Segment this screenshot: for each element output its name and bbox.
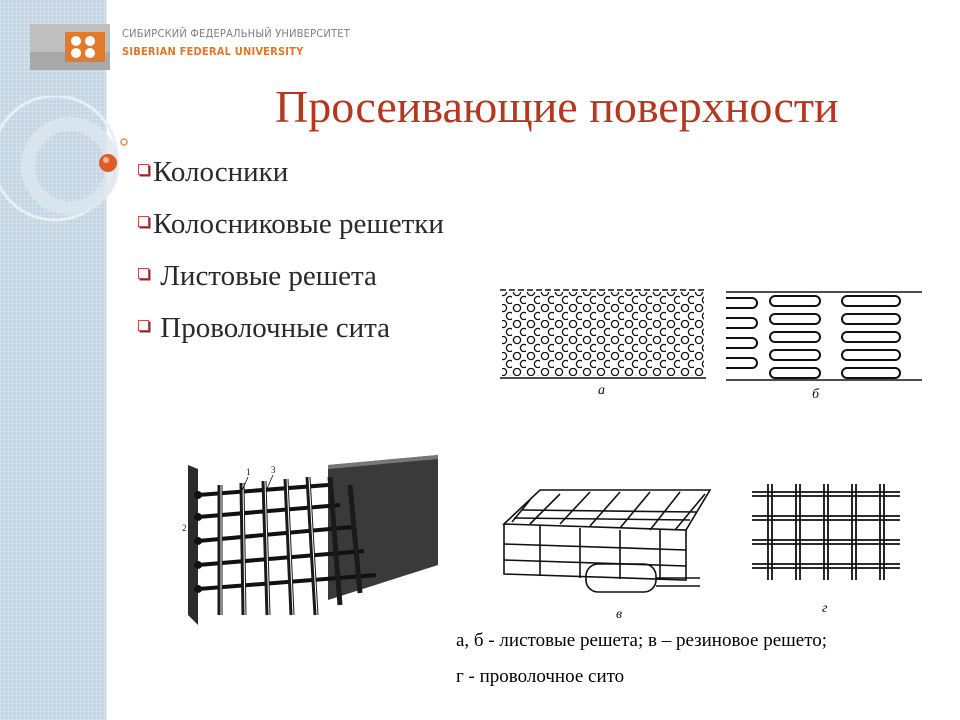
checkbox-bullet-icon xyxy=(138,320,149,331)
caption-line-1: а, б - листовые решета; в – резиновое ре… xyxy=(456,630,828,651)
checkbox-bullet-icon xyxy=(138,268,149,279)
perforated-sheet-slots-figure: б xyxy=(726,291,922,402)
side-decor-panel xyxy=(0,0,107,720)
slide-title: Просеивающие поверхности xyxy=(275,81,839,132)
bar-grate-figure: 1 3 2 xyxy=(182,455,438,625)
list-item: Проволочные сита xyxy=(138,306,444,358)
list-item: Колосники xyxy=(138,150,444,202)
perforated-sheet-round-holes-figure: а xyxy=(500,289,706,398)
checkbox-bullet-icon xyxy=(138,216,149,227)
figure-label-v: в xyxy=(616,607,622,622)
list-item: Колосниковые решетки xyxy=(138,202,444,254)
grate-number-2: 2 xyxy=(182,523,187,533)
bullet-list: Колосники Колосниковые решетки Листовые … xyxy=(138,150,444,358)
figure-label-a: а xyxy=(598,383,605,398)
university-name-en: SIBERIAN FEDERAL UNIVERSITY xyxy=(122,45,304,58)
figure-label-g: г xyxy=(822,601,828,616)
grate-number-1: 1 xyxy=(246,467,251,477)
decorative-circles xyxy=(0,96,128,222)
caption-line-2: г - проволочное сито xyxy=(456,666,625,687)
university-logo xyxy=(30,24,110,70)
wire-sieve-figure: г xyxy=(752,484,900,616)
checkbox-bullet-icon xyxy=(138,164,149,175)
rubber-sieve-figure: в xyxy=(502,489,712,622)
university-name-ru: СИБИРСКИЙ ФЕДЕРАЛЬНЫЙ УНИВЕРСИТЕТ xyxy=(122,27,350,40)
grate-number-3: 3 xyxy=(271,465,276,475)
list-item: Листовые решета xyxy=(138,254,444,306)
figure-label-b: б xyxy=(812,387,820,402)
